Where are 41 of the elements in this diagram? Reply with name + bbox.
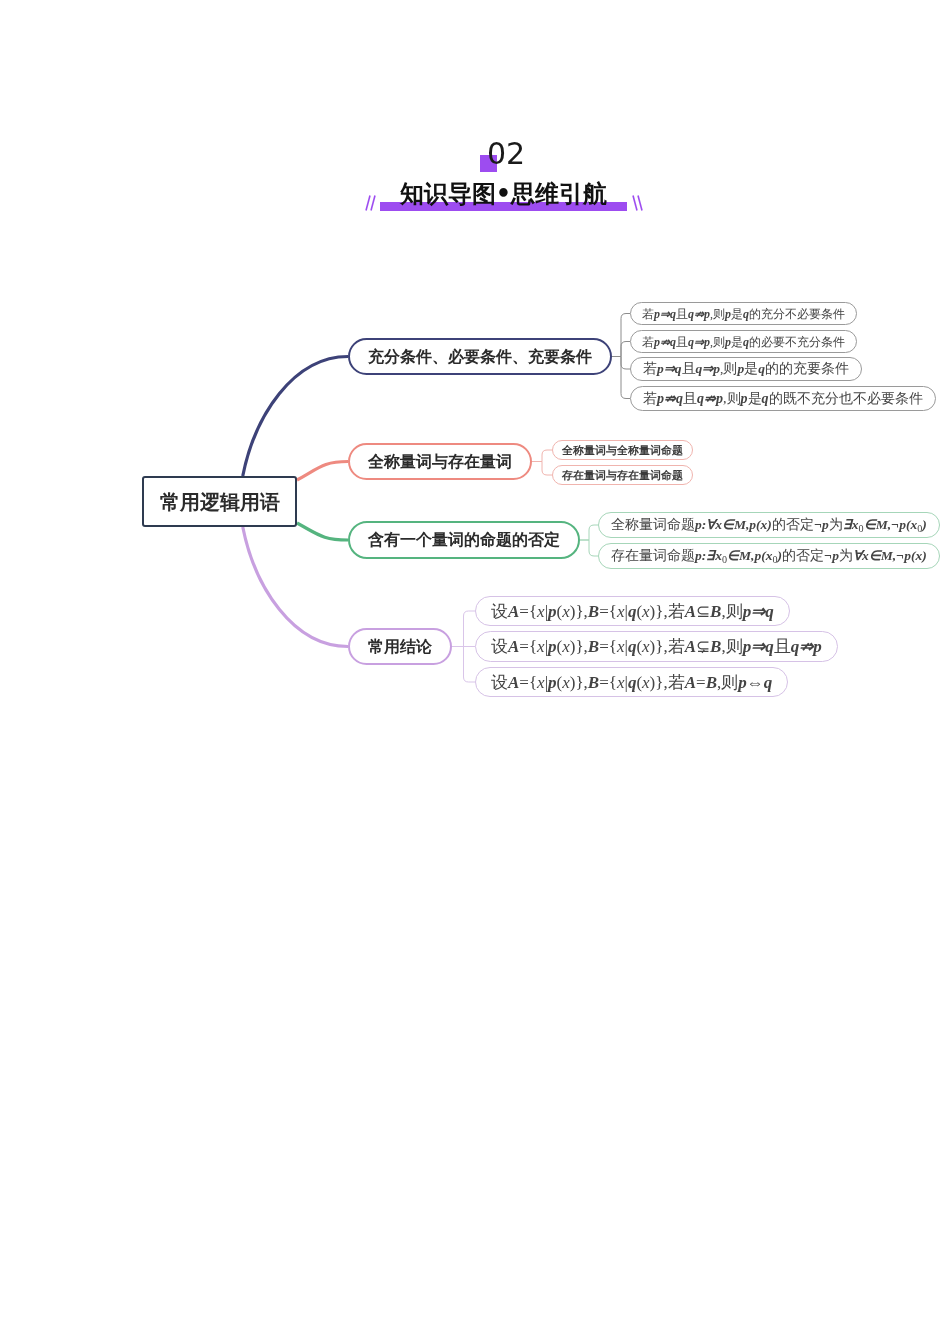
node-text: 若p⇏q且q⇒p,则p是q的必要不充分条件: [642, 335, 845, 348]
subtopic-pill: [598, 512, 940, 538]
section-number: 02: [487, 139, 526, 169]
bracket-line: [451, 646, 476, 683]
node-text: 存在量词与存在量词命题: [562, 469, 683, 481]
subtopic-pill: [475, 631, 838, 662]
node-text: 全称量词与全称量词命题: [562, 444, 683, 456]
node-text: 设A={x|p(x)},B={x|q(x)},若A⊆B,则p⇒q: [491, 602, 774, 620]
subtopic-pill: [475, 596, 790, 626]
node-text: 充分条件、必要条件、充要条件: [368, 348, 592, 365]
node-text: 全称量词命题p:∀x∈M,p(x)的否定¬p为∃x$_{0}$∈M,¬p(x$_{0}$): [611, 518, 927, 532]
subtopic-pill: [552, 465, 693, 485]
node-text: 全称量词与存在量词: [368, 453, 512, 470]
branch-curve: [296, 521, 349, 542]
root-box: [142, 476, 297, 527]
node-text: 设A={x|p(x)},B={x|q(x)},若A=B,则p⇔q: [491, 673, 773, 691]
subtopic-pill: [630, 357, 862, 381]
node-text: 若p⇒q且q⇏p,则p是q的充分不必要条件: [642, 307, 845, 320]
topic-pill: [348, 628, 452, 665]
subtopic-pill: [552, 440, 693, 460]
bracket-line: [579, 539, 599, 557]
branch-curve: [296, 459, 349, 482]
subtopic-pill: [630, 386, 936, 411]
topic-pill: [348, 443, 532, 480]
node-text: 常用结论: [368, 638, 432, 655]
node-text: 设A={x|p(x)},B={x|q(x)},若A⊊B,则p⇒q且q⇏p: [491, 638, 822, 655]
topic-pill: [348, 521, 580, 559]
node-text: 若p⇏q且q⇏p,则p是q的既不充分也不必要条件: [643, 391, 923, 406]
node-text: 常用逻辑用语: [159, 491, 280, 512]
node-text: 含有一个量词的命题的否定: [368, 532, 560, 548]
subtopic-pill: [630, 330, 857, 353]
subtopic-pill: [598, 543, 940, 569]
branch-curve: [241, 354, 349, 477]
subtopic-pill: [475, 667, 789, 697]
node-text: 若p⇒q且q⇒p,则p是q的的充要条件: [643, 362, 849, 376]
bracket-line: [531, 461, 553, 476]
subtopic-pill: [630, 302, 857, 325]
title-heading: 知识导图•思维引航: [398, 182, 609, 206]
branch-curve: [241, 526, 349, 649]
topic-pill: [348, 338, 612, 375]
node-text: 存在量词命题p:∃x$_{0}$∈M,p(x$_{0}$)的否定¬p为∀x∈M,¬p(x): [611, 549, 927, 563]
